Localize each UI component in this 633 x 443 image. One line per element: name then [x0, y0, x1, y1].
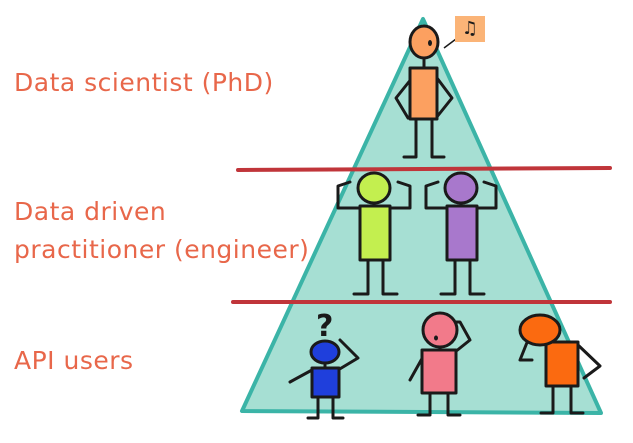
api-user-figure-blue: [288, 338, 360, 420]
musical-note-icon: ♫: [455, 16, 485, 42]
tier-label-practitioner-line-2: practitioner (engineer): [14, 235, 310, 264]
divider-top: [236, 166, 612, 172]
tier-label-practitioner-line-1: Data driven: [14, 197, 167, 226]
tier-label-data-scientist: Data scientist (PhD): [14, 68, 274, 97]
engineer-figure-green: [336, 171, 412, 296]
engineer-figure-purple: [424, 171, 498, 296]
api-user-figure-orange: [518, 313, 602, 415]
tier-label-api-users: API users: [14, 346, 134, 375]
question-mark-icon: ?: [316, 309, 333, 344]
api-user-figure-pink: [408, 311, 472, 417]
pyramid: [240, 17, 603, 415]
scientist-figure: [394, 24, 454, 159]
